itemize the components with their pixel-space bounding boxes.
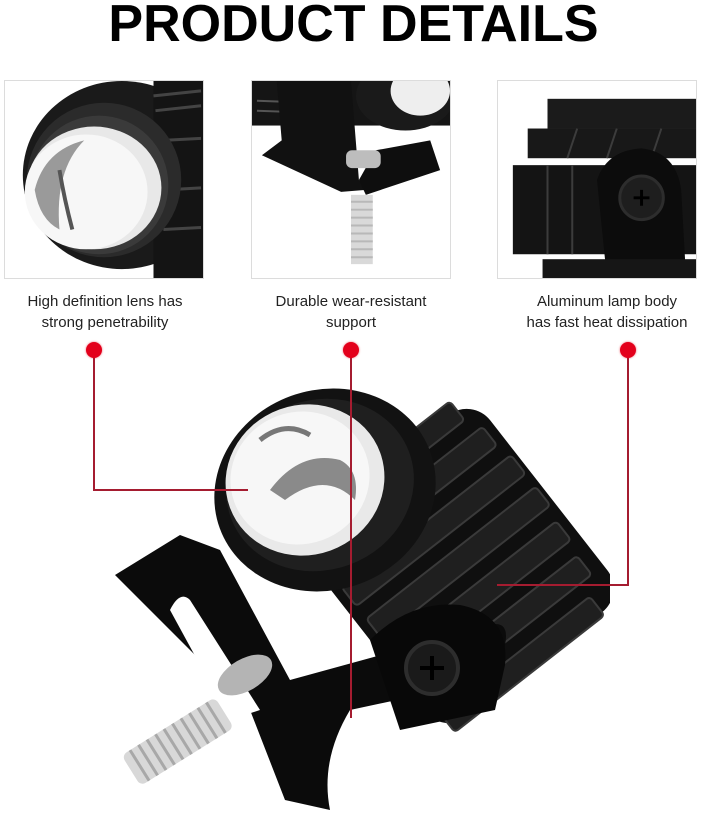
detail-image-lens: [4, 80, 204, 279]
callout-line-lens-horizontal: [93, 489, 248, 491]
callout-dot-lens: [86, 342, 102, 358]
caption-bracket-line2: support: [325, 314, 377, 331]
detail-image-body: [497, 80, 697, 279]
caption-bracket: Durable wear-resistant support: [231, 291, 471, 333]
led-light-illustration: [115, 388, 610, 810]
caption-body-line2: has fast heat dissipation: [526, 314, 688, 331]
callout-line-body-horizontal: [497, 584, 629, 586]
callout-line-bracket-vertical: [350, 350, 352, 718]
callout-dot-body: [620, 342, 636, 358]
detail-image-bracket: [251, 80, 451, 279]
lens-closeup-image: [5, 81, 203, 278]
caption-bracket-line1: Durable wear-resistant: [275, 293, 427, 310]
caption-lens-line2: strong penetrability: [41, 314, 169, 331]
page-title: PRODUCT DETAILS: [108, 0, 599, 53]
caption-body-line1: Aluminum lamp body: [536, 293, 678, 310]
callout-line-lens-vertical: [93, 350, 95, 491]
callout-line-body-vertical: [627, 350, 629, 586]
main-product-image: [110, 380, 610, 830]
callout-dot-bracket: [343, 342, 359, 358]
caption-lens: High definition lens has strong penetrab…: [0, 291, 225, 333]
bracket-closeup-image: [252, 81, 450, 278]
body-closeup-image: [498, 81, 696, 278]
caption-lens-line1: High definition lens has: [27, 293, 183, 310]
caption-body: Aluminum lamp body has fast heat dissipa…: [487, 291, 707, 333]
